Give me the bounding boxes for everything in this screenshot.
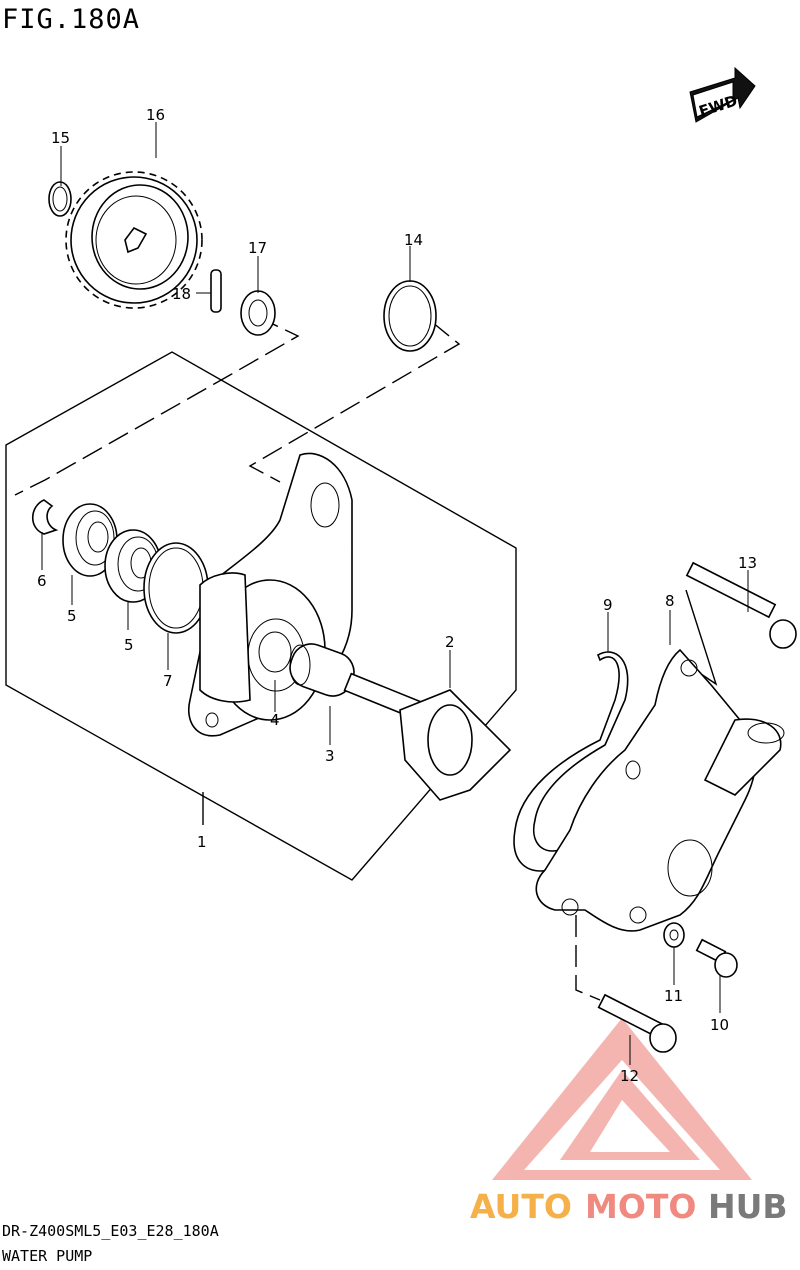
- bolt-13: [685, 561, 797, 649]
- callout-6: 6: [37, 572, 47, 590]
- watermark-logo: [492, 1018, 752, 1180]
- model-code-label: DR-Z400SML5_E03_E28_180A: [2, 1222, 219, 1240]
- impeller-shaft-2: [343, 672, 512, 801]
- callout-9: 9: [603, 596, 613, 614]
- callout-17: 17: [248, 239, 267, 257]
- watermark-part-3: HUB: [708, 1187, 788, 1226]
- callout-labels: 1 2 3 4 5 5 6 7 8 9 10 11 12 13 14 15 16…: [37, 106, 757, 1085]
- callout-3: 3: [325, 747, 335, 765]
- pump-cover-8: [535, 648, 785, 932]
- callout-10: 10: [710, 1016, 729, 1034]
- bolt-12: [597, 993, 677, 1053]
- callout-5a: 5: [67, 607, 77, 625]
- forward-direction-marker: FWD: [689, 66, 756, 123]
- o-ring-7: [143, 542, 209, 634]
- callout-16: 16: [146, 106, 165, 124]
- leader-lines: [41, 122, 749, 1065]
- circlip-6: [31, 499, 59, 535]
- washer-17: [240, 290, 276, 336]
- pin-18: [210, 269, 222, 313]
- indicator-line-14: [248, 321, 461, 483]
- callout-13: 13: [738, 554, 757, 572]
- callout-11: 11: [664, 987, 683, 1005]
- callout-7: 7: [163, 672, 173, 690]
- bolt-10: [695, 938, 738, 978]
- callout-18: 18: [172, 285, 191, 303]
- section-name-label: WATER PUMP: [2, 1247, 93, 1265]
- callout-12: 12: [620, 1067, 639, 1085]
- washer-11: [663, 922, 685, 948]
- callout-2: 2: [445, 633, 455, 651]
- assembly-group-box: [5, 351, 517, 881]
- callout-1: 1: [197, 833, 207, 851]
- indicator-line-12: [575, 915, 601, 1001]
- callout-8: 8: [665, 592, 675, 610]
- figure-title: FIG.180A: [2, 4, 141, 35]
- watermark-part-1: AUTO: [470, 1187, 572, 1226]
- watermark-brand-text: AUTO MOTO HUB: [470, 1187, 788, 1226]
- callout-4: 4: [270, 711, 280, 729]
- watermark-part-2: MOTO: [585, 1187, 696, 1226]
- callout-15: 15: [51, 129, 70, 147]
- callout-5b: 5: [124, 636, 134, 654]
- callout-14: 14: [404, 231, 423, 249]
- drive-gear-16: [65, 171, 203, 309]
- o-ring-14: [383, 280, 437, 352]
- indicator-line-17: [14, 316, 300, 496]
